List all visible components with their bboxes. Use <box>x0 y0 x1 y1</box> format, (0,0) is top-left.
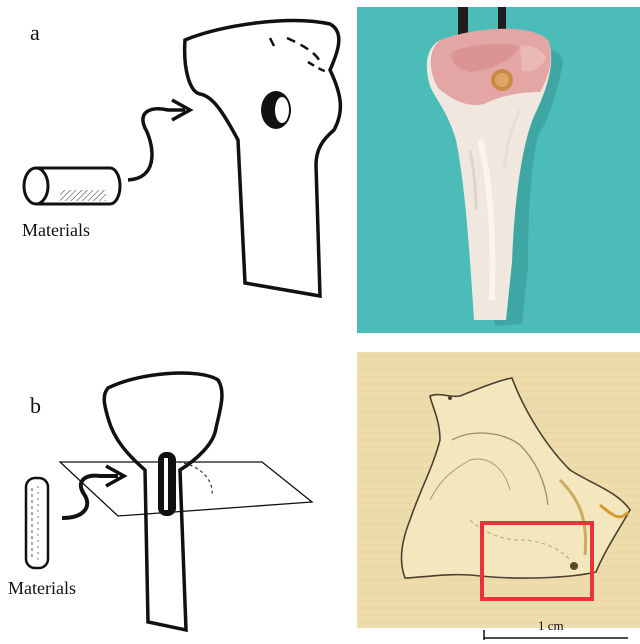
implant-in-bone-b <box>158 452 176 516</box>
scale-bar-label: 1 cm <box>538 618 564 634</box>
insertion-arrow-a <box>128 100 190 180</box>
bone-photo-a <box>357 7 640 333</box>
bone-outline-a <box>185 21 341 296</box>
drill-hole-a <box>261 91 291 129</box>
implant-rod-b <box>26 478 48 568</box>
section-plane-b <box>60 462 312 516</box>
implant-cylinder-a <box>24 168 120 204</box>
histology-section-b <box>357 352 640 628</box>
